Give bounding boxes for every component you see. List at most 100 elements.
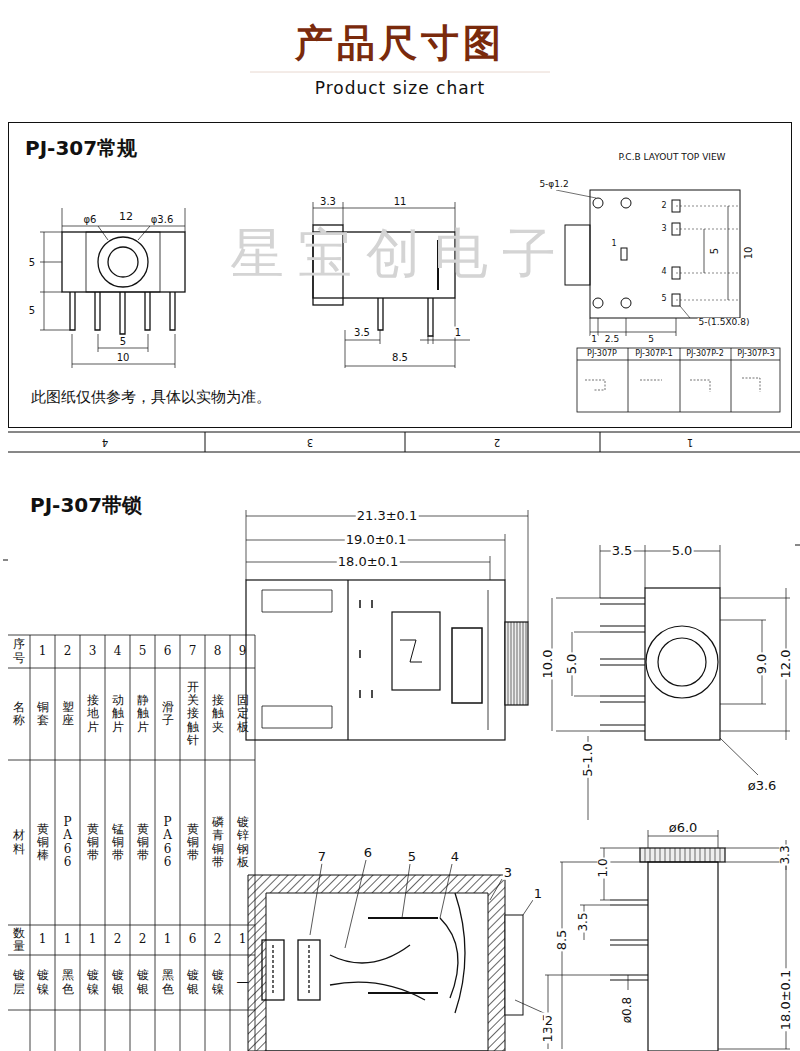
dimension-label: ø3.6 [747, 779, 778, 793]
note-text: 此图纸仅供参考，具体以实物为准。 [31, 389, 271, 406]
table-cell: 镀镍 [87, 969, 99, 995]
section-view [330, 945, 425, 1000]
callout-number: 1 [533, 887, 543, 901]
dimension-label: 10 [116, 352, 131, 363]
dimension-label: 5-φ1.2 [538, 180, 569, 190]
table-cell: 1 [37, 645, 49, 658]
dimension-label: 5 [119, 336, 127, 347]
dimension-label: 5.0 [671, 544, 694, 558]
pcb-layout [680, 306, 690, 318]
dimension-label: 2.5 [604, 335, 620, 345]
callout-number: 3 [503, 866, 513, 880]
bottom-view [645, 848, 720, 862]
table-cell: 铜套 [37, 701, 49, 727]
table-cell: 镀银 [112, 969, 124, 995]
dimension-label: PJ-307P-3 [736, 350, 776, 359]
table-cell: 静触片 [137, 694, 149, 734]
dimension-label: ø0.8 [621, 996, 634, 1024]
pcb-layout [556, 190, 740, 336]
table-cell: 镀锌钢板 [237, 816, 249, 869]
side-view [488, 590, 489, 730]
table-cell: 4 [112, 645, 124, 658]
section-view [262, 893, 465, 1013]
dimension-line [246, 510, 528, 622]
dimension-label: 3.3 [319, 196, 337, 207]
section-view [440, 893, 465, 1013]
wiring-table [577, 348, 780, 412]
wiring-table [731, 348, 732, 412]
table-cell: 塑座 [62, 701, 74, 727]
callout-number: 5 [407, 850, 417, 864]
callout-number: 7 [317, 850, 327, 864]
table-cell: 6 [162, 645, 174, 658]
table-cell: 开关接触针 [187, 681, 199, 747]
dimension-label: 2 [660, 202, 667, 211]
dimension-label: 10 [743, 246, 754, 261]
watermark: 星宝创电子 [230, 224, 570, 283]
table-cell: 镀层 [13, 969, 25, 995]
table-cell: 9 [237, 645, 249, 658]
subtitle: Product size chart [315, 79, 486, 98]
table-cell: 镀银 [137, 969, 149, 995]
table-cell: — [237, 976, 249, 989]
bottom-view [610, 900, 648, 980]
dimension-label: 3.5 [577, 911, 590, 932]
table-cell: 8 [212, 645, 224, 658]
dimension-label: 3.5 [353, 327, 371, 338]
dimension-label: PJ-307P-2 [685, 350, 725, 359]
table-cell: 1 [37, 933, 49, 946]
table-cell: 1 [162, 933, 174, 946]
pcb-layout [676, 206, 740, 300]
dimension-line [72, 334, 175, 368]
side-view [246, 580, 528, 740]
dimension-label: 3 [660, 225, 667, 234]
dimension-label: P.C.B LAYOUT TOP VIEW [617, 153, 726, 163]
dimension-label: 12.0 [779, 649, 793, 680]
side-view [262, 590, 332, 728]
dimension-label: 12 [118, 211, 134, 223]
table-cell: 黄铜棒 [37, 823, 49, 863]
callout-number: 2 [544, 1014, 554, 1028]
drawing-frame [600, 432, 601, 452]
pcb-layout [621, 198, 631, 208]
table-cell: 名称 [13, 701, 25, 727]
dimension-label: 18.0±0.1 [337, 555, 400, 569]
panel-heading: PJ-307常规 [25, 137, 137, 159]
dimension-line [552, 545, 790, 820]
front-view [86, 232, 160, 292]
drawing-frame [3, 432, 800, 560]
dimension-label: 21.3±0.1 [356, 509, 419, 523]
dimension-label: 10.0 [541, 649, 555, 680]
table-cell: 磷青铜带 [212, 816, 224, 869]
table-cell: 锰铜带 [112, 823, 124, 863]
front-view [646, 626, 718, 698]
dimension-label: 3.5 [611, 544, 634, 558]
dimension-label: 5-(1.5X0.8) [698, 318, 751, 328]
side-view [452, 628, 482, 703]
title-rule [250, 72, 550, 73]
side-view [378, 298, 433, 336]
table-cell: 5 [137, 645, 149, 658]
page-title: 产品尺寸图 [0, 18, 800, 69]
front-view [658, 638, 706, 686]
dimension-line [552, 598, 600, 731]
dimension-label: φ6 [83, 214, 98, 225]
dimension-label: 3 [306, 437, 314, 448]
parts-table [8, 635, 255, 1051]
table-cell: PA66 [62, 816, 74, 869]
front-view [108, 247, 138, 277]
section-view [273, 945, 309, 995]
dimension-line [588, 736, 758, 820]
dimension-label: 1 [454, 327, 462, 338]
drawing-frame [8, 432, 800, 433]
pcb-layout [590, 190, 740, 318]
dimension-line [62, 208, 185, 240]
table-cell: 材料 [13, 829, 25, 855]
table-cell: PA66 [162, 816, 174, 869]
dimension-line [246, 510, 528, 622]
bottom-view [610, 848, 725, 1051]
side-view [392, 612, 440, 690]
table-cell: 动触片 [112, 694, 124, 734]
table-cell: 2 [212, 933, 224, 946]
dimension-label: PJ-307P-1 [634, 350, 674, 359]
